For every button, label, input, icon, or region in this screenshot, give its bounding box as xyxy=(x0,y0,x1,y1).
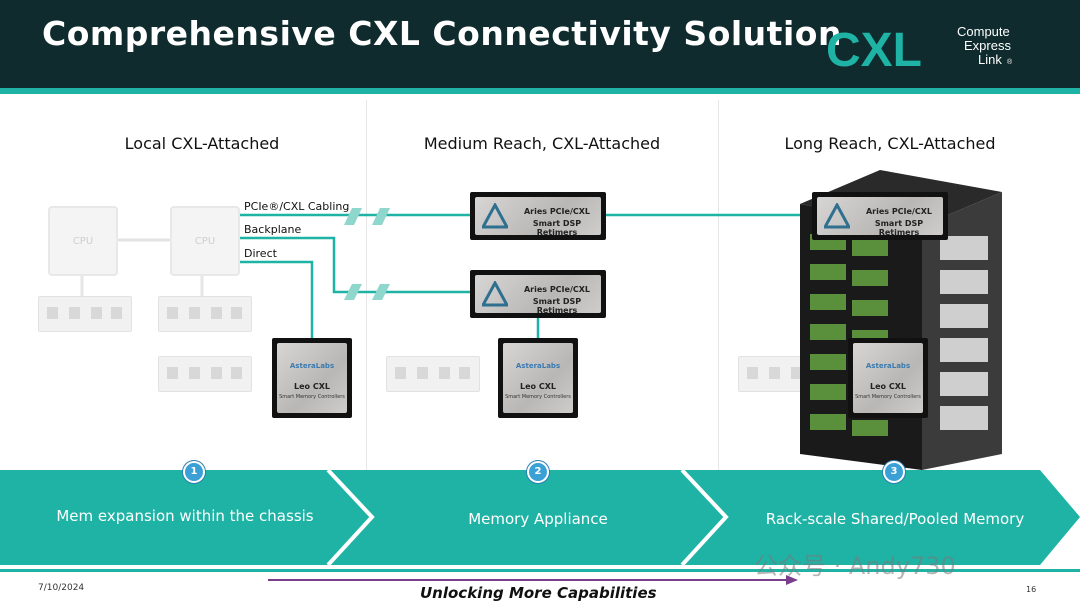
leo-controller-chip-1: AsteraLabs Leo CXL Smart Memory Controll… xyxy=(272,338,352,418)
controller-desc: Smart Memory Controllers xyxy=(855,394,921,400)
retimer-chip-3: Aries PCIe/CXL Smart DSP Retimers xyxy=(812,192,948,240)
header-bar xyxy=(0,0,1080,88)
progress-banner xyxy=(0,470,1080,565)
memory-module xyxy=(38,296,132,332)
retimer-desc: Smart DSP Retimers xyxy=(874,219,924,237)
header-stripe xyxy=(0,88,1080,94)
column-divider-2 xyxy=(718,100,719,480)
link-label-direct: Direct xyxy=(244,247,277,260)
logo-line-2: Express xyxy=(964,38,1011,53)
arrow-right-icon xyxy=(786,575,798,585)
astera-triangle-icon xyxy=(482,281,508,307)
leo-controller-chip-3: AsteraLabs Leo CXL Smart Memory Controll… xyxy=(848,338,928,418)
column-title-long: Long Reach, CXL-Attached xyxy=(784,134,996,153)
cable-break-marks-top xyxy=(344,208,390,225)
astera-triangle-icon xyxy=(824,203,850,229)
banner-segment-1 xyxy=(0,470,372,565)
cpu-1: CPU xyxy=(48,206,118,276)
retimer-brand: Aries PCIe/CXL xyxy=(523,207,591,216)
retimer-brand: Aries PCIe/CXL xyxy=(523,285,591,294)
banner-segment-3 xyxy=(682,470,1080,565)
banner-segment-2 xyxy=(328,470,726,565)
logo-reg: ® xyxy=(1007,58,1013,66)
controller-desc: Smart Memory Controllers xyxy=(279,394,345,400)
controller-name: Leo CXL xyxy=(870,382,906,391)
banner-label-2: Memory Appliance xyxy=(468,510,608,528)
banner-label-3: Rack-scale Shared/Pooled Memory xyxy=(765,510,1025,528)
logo-line-1: Compute xyxy=(957,24,1010,39)
retimer-desc: Smart DSP Retimers xyxy=(532,297,582,315)
column-divider-1 xyxy=(366,100,367,480)
memory-module xyxy=(158,356,252,392)
link-label-cabling: PCIe®/CXL Cabling xyxy=(244,200,350,213)
step-badge-3: 3 xyxy=(883,461,905,483)
cxl-logo: CXL Compute Express Link ® xyxy=(826,24,1013,77)
controller-name: Leo CXL xyxy=(520,382,556,391)
cable-break-marks-bottom xyxy=(344,284,390,300)
footer-art xyxy=(0,569,1080,585)
footer-tagline: Unlocking More Capabilities xyxy=(420,584,657,602)
controller-brand: AsteraLabs xyxy=(515,362,561,370)
logo-line-3: Link xyxy=(978,52,1002,67)
footer-date: 7/10/2024 xyxy=(38,583,85,593)
watermark-text: 公众号 · Andy730 xyxy=(754,552,956,580)
step-badge-1: 1 xyxy=(183,461,205,483)
link-label-backplane: Backplane xyxy=(244,223,302,236)
cpu-2-label: CPU xyxy=(194,235,216,247)
retimer-brand: Aries PCIe/CXL xyxy=(865,207,933,216)
page-title: Comprehensive CXL Connectivity Solution xyxy=(42,14,842,53)
controller-desc: Smart Memory Controllers xyxy=(505,394,571,400)
page-number: 16 xyxy=(1026,585,1037,594)
retimer-chip-2: Aries PCIe/CXL Smart DSP Retimers xyxy=(470,270,606,318)
cpu-2: CPU xyxy=(170,206,240,276)
controller-brand: AsteraLabs xyxy=(289,362,335,370)
leo-controller-chip-2: AsteraLabs Leo CXL Smart Memory Controll… xyxy=(498,338,578,418)
retimer-desc: Smart DSP Retimers xyxy=(532,219,582,237)
controller-name: Leo CXL xyxy=(294,382,330,391)
logo-mark: CXL xyxy=(826,24,922,77)
controller-brand: AsteraLabs xyxy=(865,362,911,370)
memory-module xyxy=(386,356,480,392)
retimer-chip-1: Aries PCIe/CXL Smart DSP Retimers xyxy=(470,192,606,240)
cpu-1-label: CPU xyxy=(72,235,94,247)
column-title-local: Local CXL-Attached xyxy=(124,134,280,153)
step-badge-2: 2 xyxy=(527,461,549,483)
column-title-medium: Medium Reach, CXL-Attached xyxy=(423,134,661,153)
astera-triangle-icon xyxy=(482,203,508,229)
memory-module xyxy=(158,296,252,332)
banner-label-1: Mem expansion within the chassis xyxy=(56,507,314,525)
